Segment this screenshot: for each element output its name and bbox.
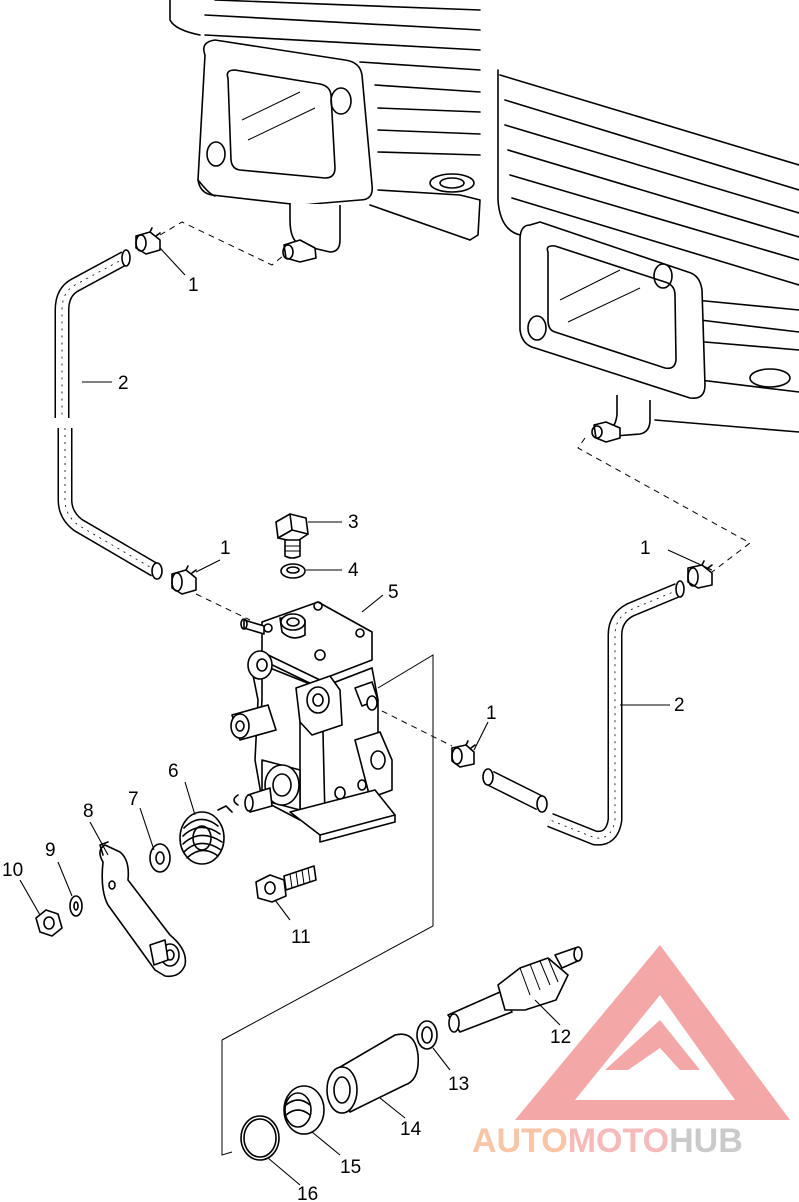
callout-4-washer: 4 xyxy=(348,560,359,581)
right-hose-lower xyxy=(482,768,548,813)
watermark-text: AUTOMOTOHUB xyxy=(472,1122,743,1160)
callout-1-clamp-mid-left: 1 xyxy=(220,538,231,559)
watermark-triangle-logo xyxy=(515,945,790,1120)
callout-6-spring: 6 xyxy=(168,761,179,782)
hex-nut xyxy=(35,909,63,937)
large-o-ring xyxy=(240,1115,280,1161)
callout-5-pump: 5 xyxy=(388,582,399,603)
callout-labels: 1 2 1 3 4 5 1 2 1 6 7 8 9 10 11 12 13 14… xyxy=(2,275,685,1202)
right-cylinder xyxy=(497,69,799,443)
pump-drive-gear xyxy=(447,946,583,1033)
callout-13-o-ring: 13 xyxy=(448,1074,469,1095)
pump-control-lever xyxy=(99,841,187,978)
lock-washer xyxy=(69,895,83,917)
right-hose-upper xyxy=(547,580,685,846)
callout-7-washer: 7 xyxy=(128,789,139,810)
oil-pump-body xyxy=(221,601,434,1156)
left-cylinder xyxy=(169,0,481,263)
hose-clamp-top-left xyxy=(135,227,161,255)
watermark-hub: HUB xyxy=(669,1122,743,1160)
callout-1-clamp-top-right: 1 xyxy=(640,538,651,559)
callout-10-nut: 10 xyxy=(2,860,23,881)
oil-seal xyxy=(283,1085,325,1135)
assembly-guide-lines xyxy=(159,221,751,747)
callout-1-clamp-top-left: 1 xyxy=(188,275,199,296)
callout-16-o-ring: 16 xyxy=(297,1184,318,1202)
watermark-auto: AUTO xyxy=(472,1122,568,1160)
hose-clamp-mid-right xyxy=(451,740,476,768)
callout-11-bolt: 11 xyxy=(291,927,311,948)
callout-8-lever: 8 xyxy=(83,801,94,822)
banjo-bolt xyxy=(275,513,309,559)
left-hose-lower xyxy=(57,428,163,580)
return-spring xyxy=(179,805,233,865)
callout-2-hose-left: 2 xyxy=(118,373,129,394)
shaft-o-ring xyxy=(416,1020,438,1050)
callout-12-gear: 12 xyxy=(550,1027,571,1048)
sealing-washer xyxy=(280,563,306,579)
hose-clamp-mid-left xyxy=(171,565,197,595)
shaft-bushing xyxy=(326,1033,420,1114)
callout-14-bushing: 14 xyxy=(400,1119,422,1140)
left-exhaust-flange xyxy=(197,39,374,263)
right-exhaust-flange xyxy=(519,221,706,443)
callout-1-clamp-mid-right: 1 xyxy=(486,703,497,724)
left-hose-upper xyxy=(54,249,131,418)
callout-3-bolt: 3 xyxy=(348,512,359,533)
callout-15-seal: 15 xyxy=(340,1157,361,1178)
callout-2-hose-right: 2 xyxy=(674,695,685,716)
mounting-bolt xyxy=(255,865,317,903)
plain-washer xyxy=(149,843,171,873)
watermark-moto: MOTO xyxy=(568,1122,669,1160)
automotohub-watermark: AUTOMOTOHUB xyxy=(472,945,790,1160)
leader-lines xyxy=(19,247,713,1186)
callout-9-lock-washer: 9 xyxy=(45,840,56,861)
